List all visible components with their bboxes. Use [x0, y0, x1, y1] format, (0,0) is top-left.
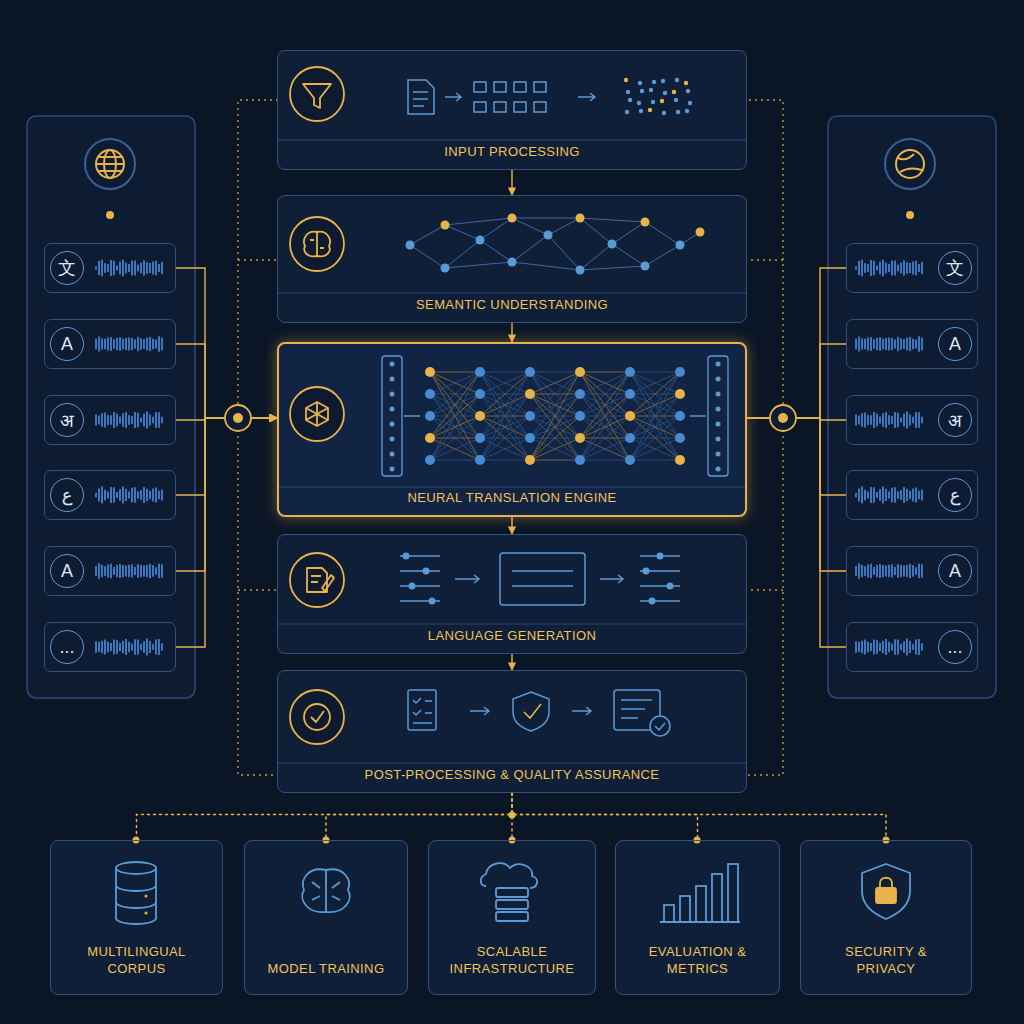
- stage-label: POST-PROCESSING & QUALITY ASSURANCE: [365, 767, 660, 784]
- support-module: EVALUATION & METRICS: [615, 840, 780, 995]
- generation-illustration: [400, 553, 680, 606]
- panel-dot: [906, 211, 914, 219]
- stage-icon: [303, 84, 334, 730]
- junction-hub: [225, 405, 796, 431]
- flow-connector: [747, 418, 846, 647]
- qa-illustration: [408, 690, 670, 736]
- stage-label: SEMANTIC UNDERSTANDING: [416, 297, 608, 314]
- target-language: A: [846, 546, 978, 596]
- semantic-graph: [406, 214, 705, 275]
- module-icon: [116, 862, 910, 924]
- target-language: A: [846, 319, 978, 369]
- language-glyph: ...: [938, 630, 972, 664]
- language-glyph: 文: [50, 251, 84, 285]
- language-glyph: A: [938, 327, 972, 361]
- target-language: 文: [846, 243, 978, 293]
- language-glyph: A: [50, 327, 84, 361]
- support-module: SECURITY & PRIVACY: [800, 840, 972, 995]
- language-glyph: A: [938, 554, 972, 588]
- stage-label: EVALUATION & METRICS: [632, 944, 764, 978]
- panel-fill: [277, 50, 747, 793]
- source-language: A: [44, 546, 176, 596]
- language-glyph: ع: [938, 478, 972, 512]
- source-language: 文: [44, 243, 176, 293]
- neural-network: [382, 356, 728, 476]
- process-stage: POST-PROCESSING & QUALITY ASSURANCE: [277, 670, 747, 793]
- support-module: SCALABLE INFRASTRUCTURE: [428, 840, 596, 995]
- icon-ring: [290, 67, 344, 744]
- dotted-connector: [137, 793, 513, 840]
- lock-icon: [876, 878, 896, 903]
- language-glyph: अ: [50, 403, 84, 437]
- panel-dot: [106, 211, 114, 219]
- flow-connector: [511, 517, 512, 534]
- process-stage: INPUT PROCESSING: [277, 50, 747, 170]
- target-language: अ: [846, 395, 978, 445]
- source-language: ع: [44, 470, 176, 520]
- support-module: MULTILINGUAL CORPUS: [50, 840, 223, 995]
- module-fill: [50, 840, 972, 995]
- flow-connector: [176, 268, 277, 418]
- flow-connector: [176, 418, 277, 495]
- flow-connector: [511, 323, 512, 342]
- source-panel: [27, 116, 195, 698]
- input-illustration: [408, 80, 595, 114]
- globe-icon: [885, 139, 935, 189]
- target-panel: [828, 116, 996, 698]
- language-glyph: 文: [938, 251, 972, 285]
- stage-label: MULTILINGUAL CORPUS: [71, 944, 203, 978]
- stage-label: INPUT PROCESSING: [444, 144, 579, 161]
- flow-connector: [747, 418, 846, 495]
- stage-label: LANGUAGE GENERATION: [428, 628, 596, 645]
- stage-label: NEURAL TRANSLATION ENGINE: [407, 490, 616, 507]
- target-language: ع: [846, 470, 978, 520]
- flow-connector: [176, 418, 277, 647]
- stage-label: SECURITY & PRIVACY: [820, 944, 952, 978]
- flow-connector: [176, 344, 277, 418]
- source-language: ...: [44, 622, 176, 672]
- audio-waveform: [96, 260, 922, 656]
- flow-connector: [511, 170, 512, 195]
- flow-connector: [747, 418, 846, 571]
- language-glyph: ...: [50, 630, 84, 664]
- flow-connector: [511, 654, 512, 670]
- process-stage: NEURAL TRANSLATION ENGINE: [277, 342, 747, 517]
- stage-label: MODEL TRAINING: [260, 961, 392, 978]
- process-stage: SEMANTIC UNDERSTANDING: [277, 195, 747, 323]
- flow-connector: [747, 268, 846, 418]
- token-dots: [624, 78, 692, 115]
- stage-label: SCALABLE INFRASTRUCTURE: [446, 944, 578, 978]
- globe-icon: [85, 139, 135, 189]
- language-glyph: अ: [938, 403, 972, 437]
- language-glyph: ع: [50, 478, 84, 512]
- dotted-connector: [326, 793, 512, 840]
- target-language: ...: [846, 622, 978, 672]
- dotted-connector: [512, 793, 698, 840]
- support-module: MODEL TRAINING: [244, 840, 408, 995]
- process-stage: LANGUAGE GENERATION: [277, 534, 747, 654]
- source-language: A: [44, 319, 176, 369]
- source-language: अ: [44, 395, 176, 445]
- dotted-connector: [512, 793, 886, 840]
- flow-connector: [176, 418, 277, 571]
- flow-connector: [747, 344, 846, 418]
- language-glyph: A: [50, 554, 84, 588]
- junction-dot: [133, 812, 890, 844]
